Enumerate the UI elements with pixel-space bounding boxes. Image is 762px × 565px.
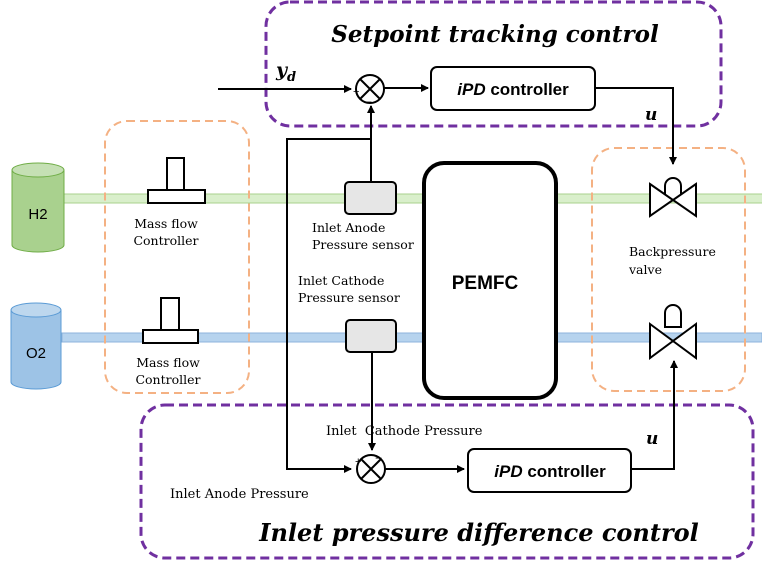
h2-tank: H2 xyxy=(11,162,65,253)
o2-tank: O2 xyxy=(10,302,62,390)
ipd-controller-bottom-label: iPD controller xyxy=(494,462,606,481)
mass-flow-controller-o2 xyxy=(142,297,199,344)
anode-feedback-bottom xyxy=(286,138,371,473)
mfc-h2-label-2: Controller xyxy=(133,233,198,248)
cathode-pressure-label: Inlet Cathode Pressure xyxy=(326,424,483,439)
mfc-o2-label-2: Controller xyxy=(135,372,200,387)
cathode-sensor-label-1: Inlet Cathode xyxy=(298,273,384,288)
setpoint-tracking-group xyxy=(264,0,723,128)
sum-bottom-minus: − xyxy=(375,451,382,465)
valve-label-2: valve xyxy=(628,262,662,277)
sum-bottom-plus: + xyxy=(355,456,361,468)
valve-label-1: Backpressure xyxy=(629,244,716,259)
backpressure-subsystem xyxy=(591,147,746,392)
mass-flow-controller-h2 xyxy=(147,157,206,204)
ipd-controller-top-label: iPD controller xyxy=(457,80,569,99)
controller-bottom-output xyxy=(631,360,678,470)
backpressure-valve-cathode xyxy=(649,304,697,360)
sum-top-plus: + xyxy=(353,86,359,98)
backpressure-valve-anode xyxy=(649,177,697,218)
pressure-difference-group xyxy=(139,403,755,560)
cathode-pressure-sensor xyxy=(345,319,397,353)
mass-flow-subsystem xyxy=(104,120,250,394)
summing-junction-top xyxy=(355,74,385,104)
anode-pressure-label: Inlet Anode Pressure xyxy=(170,487,309,502)
o2-label: O2 xyxy=(26,345,46,362)
anode-pressure-sensor xyxy=(344,181,397,215)
mfc-o2-label-1: Mass flow xyxy=(136,355,200,370)
setpoint-symbol: yd xyxy=(275,59,296,85)
ipd-controller-bottom xyxy=(467,448,632,493)
pemfc-stack xyxy=(422,161,558,400)
pemfc-label: PEMFC xyxy=(452,273,519,294)
anode-sensor-label-2: Pressure sensor xyxy=(312,237,414,252)
h2-label: H2 xyxy=(28,206,47,223)
setpoint-tracking-title: Setpoint tracking control xyxy=(331,21,659,48)
controller-top-output xyxy=(595,87,677,165)
u-top-label: u xyxy=(645,105,657,125)
sum-top-minus: − xyxy=(365,95,372,109)
anode-sensor-label-1: Inlet Anode xyxy=(312,220,385,235)
o2-pipe xyxy=(61,332,762,343)
mfc-h2-label-1: Mass flow xyxy=(134,216,198,231)
u-bottom-label: u xyxy=(646,429,658,449)
cathode-sensor-label-2: Pressure sensor xyxy=(298,290,400,305)
pressure-difference-title: Inlet pressure difference control xyxy=(258,518,699,547)
